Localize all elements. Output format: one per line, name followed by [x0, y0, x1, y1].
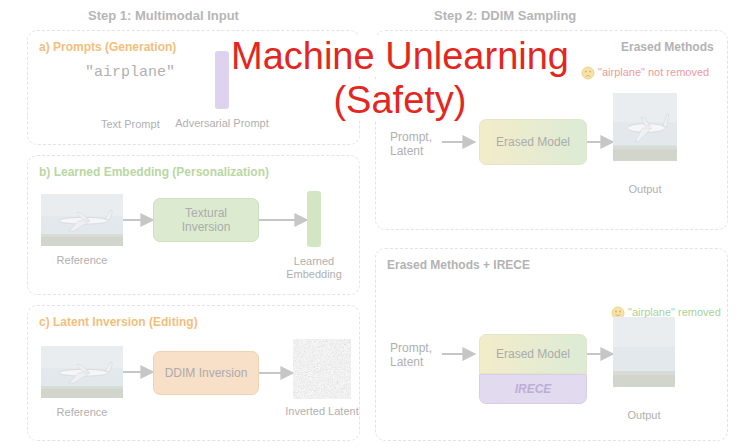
panel-title: b) Learned Embedding (Personalization) [39, 165, 269, 179]
embedding-bar: Learned Embedding [307, 191, 321, 247]
output-image: Output [613, 93, 677, 161]
panel-title: Erased Methods [621, 40, 714, 54]
box-label: DDIM Inversion [165, 366, 248, 380]
process-box: Textural Inversion [153, 198, 259, 242]
overlay-title: Machine Unlearning (Safety) [231, 35, 569, 121]
input-panel: c) Latent Inversion (Editing) Reference DD… [27, 305, 360, 441]
sad-face-icon [582, 67, 594, 79]
latent-image: Inverted Latent [293, 339, 351, 399]
flow-arrow [587, 141, 613, 143]
airplane-photo [613, 93, 677, 161]
flow-arrow [123, 371, 153, 373]
input-label: Prompt, Latent [390, 130, 440, 159]
flow-arrow [259, 219, 307, 221]
panel-title: Erased Methods + IRECE [387, 258, 530, 272]
process-box: DDIM Inversion [153, 351, 259, 395]
box-label: Erased Model [496, 347, 570, 361]
box-label: IRECE [515, 382, 552, 396]
airplane-photo [41, 346, 123, 398]
caption: Reference [37, 406, 127, 419]
model-box: Erased Model [479, 119, 587, 165]
caption: Learned Embedding [277, 255, 351, 281]
caption: Reference [37, 254, 127, 267]
output-image: Output [613, 317, 675, 387]
flow-arrow [259, 372, 293, 374]
overlay-title-block: Machine Unlearning (Safety) [210, 34, 590, 122]
caption: Text Prompt [101, 118, 160, 131]
model-box: Erased Model [479, 334, 587, 374]
airplane-photo [41, 194, 123, 246]
step-heading: Step 1: Multimodal Input [88, 8, 239, 24]
step-heading: Step 2: DDIM Sampling [434, 8, 576, 24]
input-arrow [442, 353, 475, 355]
status-note: "airplane" removed [628, 306, 721, 319]
caption: Inverted Latent [282, 405, 362, 418]
noise-picture [293, 339, 351, 399]
input-arrow [442, 141, 475, 143]
flow-arrow [587, 353, 613, 355]
caption: Output [609, 409, 679, 422]
status-note: "airplane" not removed [598, 66, 709, 79]
prompt-text: "airplane" [85, 64, 175, 82]
box-label: Erased Model [496, 135, 570, 149]
panel-title: c) Latent Inversion (Editing) [39, 315, 198, 329]
module-box: IRECE [479, 374, 587, 404]
airplane-photo [613, 317, 675, 387]
panel-title: a) Prompts (Generation) [39, 40, 176, 54]
flow-arrow [123, 219, 153, 221]
box-label: Textural Inversion [162, 206, 250, 235]
reference-image: Reference [41, 194, 123, 246]
caption: Adversarial Prompt [167, 117, 277, 130]
input-label: Prompt, Latent [390, 341, 440, 370]
input-panel: b) Learned Embedding (Personalization) Re… [27, 155, 360, 295]
reference-image: Reference [41, 346, 123, 398]
caption: Output [610, 183, 680, 196]
embedding-bar: Adversarial Prompt [215, 51, 229, 109]
